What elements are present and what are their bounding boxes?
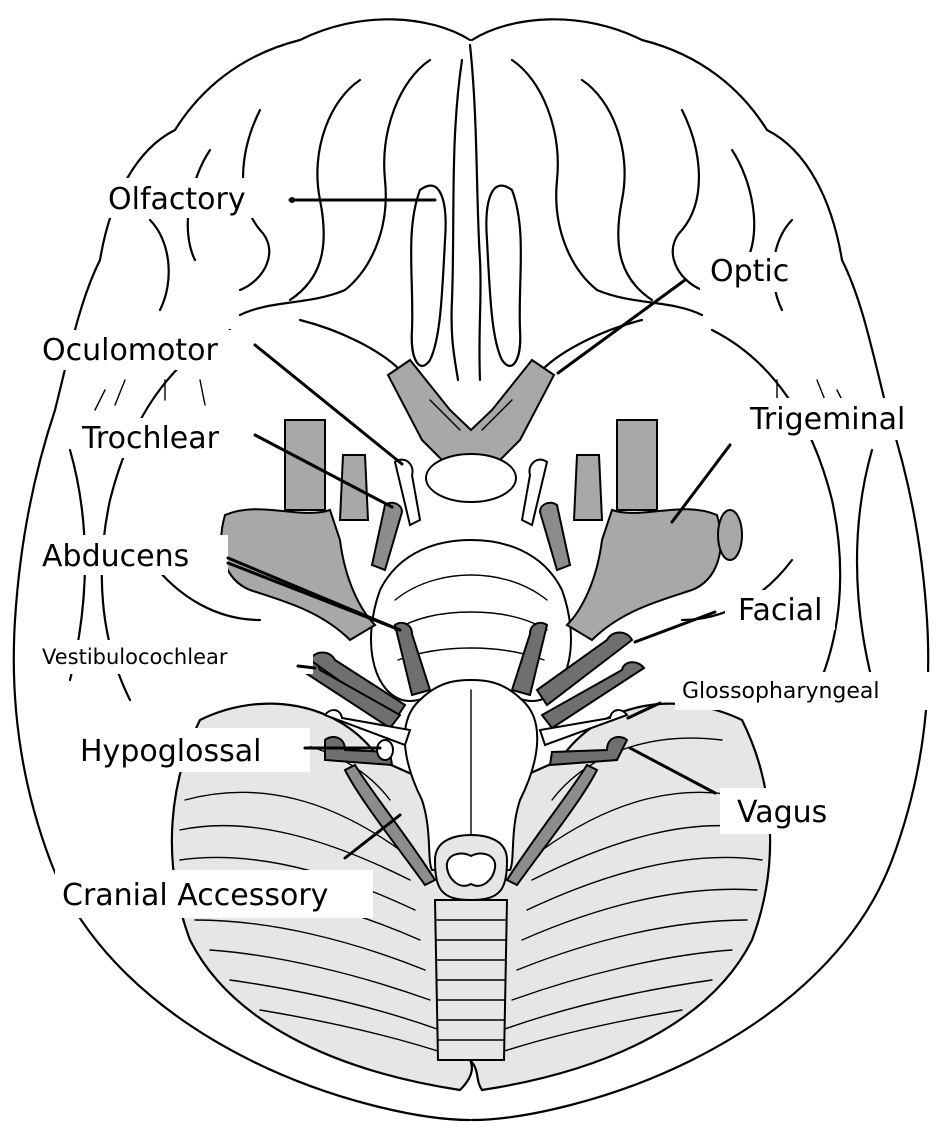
- label-vestibulocochlear: Vestibulocochlear: [42, 645, 228, 669]
- label-cranial-accessory: Cranial Accessory: [62, 878, 328, 913]
- label-oculomotor: Oculomotor: [42, 333, 219, 368]
- leader-olfactory-dot: [289, 197, 295, 203]
- label-olfactory: Olfactory: [108, 182, 246, 217]
- leader-facial: [635, 612, 715, 642]
- label-trochlear: Trochlear: [81, 421, 220, 456]
- label-facial: Facial: [738, 593, 822, 628]
- label-vagus: Vagus: [737, 795, 827, 830]
- label-glossopharyngeal: Glossopharyngeal: [682, 679, 880, 704]
- leader-vestibulocochlear: [298, 666, 315, 668]
- leader-optic: [558, 280, 685, 373]
- label-abducens: Abducens: [42, 539, 189, 574]
- label-optic: Optic: [710, 254, 789, 289]
- label-trigeminal: Trigeminal: [749, 402, 905, 437]
- label-hypoglossal: Hypoglossal: [80, 734, 261, 769]
